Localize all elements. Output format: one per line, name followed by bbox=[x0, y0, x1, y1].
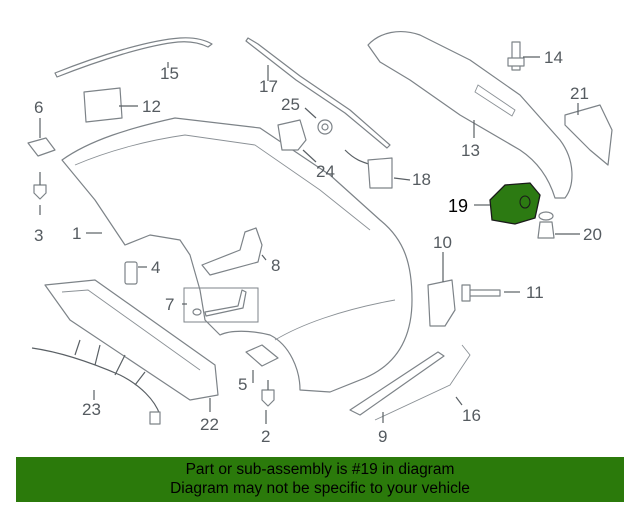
label-25: 25 bbox=[281, 95, 300, 114]
part-15-trim-strip bbox=[54, 37, 213, 78]
label-20: 20 bbox=[583, 225, 602, 244]
label-9: 9 bbox=[378, 427, 387, 446]
label-18: 18 bbox=[412, 170, 431, 189]
label-12: 12 bbox=[142, 97, 161, 116]
part-25-ring bbox=[317, 119, 333, 135]
label-10: 10 bbox=[433, 233, 452, 252]
label-17: 17 bbox=[259, 77, 278, 96]
label-2: 2 bbox=[261, 427, 270, 446]
label-4: 4 bbox=[151, 258, 160, 277]
part-8-bracket bbox=[201, 227, 263, 276]
parts-diagram: 15 12 6 3 1 4 8 7 9 10 11 14 13 21 17 16… bbox=[27, 31, 613, 446]
label-15: 15 bbox=[160, 64, 179, 83]
part-10-side-bracket bbox=[427, 279, 456, 327]
part-2-screw bbox=[261, 380, 275, 407]
part-23-harness bbox=[31, 339, 161, 425]
label-11: 11 bbox=[526, 283, 544, 302]
part-18-connector bbox=[344, 149, 393, 189]
part-4-nut bbox=[124, 261, 138, 285]
part-13-diffuser bbox=[367, 31, 573, 199]
label-19: 19 bbox=[448, 196, 468, 216]
label-13: 13 bbox=[461, 141, 480, 160]
banner-line-2: Diagram may not be specific to your vehi… bbox=[170, 480, 470, 497]
label-14: 14 bbox=[544, 48, 563, 67]
part-17-molding bbox=[245, 37, 391, 149]
label-5: 5 bbox=[238, 375, 247, 394]
label-24: 24 bbox=[316, 162, 335, 181]
label-6: 6 bbox=[34, 98, 43, 117]
part-11-pin bbox=[461, 284, 501, 302]
label-22: 22 bbox=[200, 415, 219, 434]
leader-lines bbox=[39, 56, 580, 424]
label-1: 1 bbox=[72, 224, 81, 243]
part-9-strip bbox=[349, 351, 445, 416]
label-8: 8 bbox=[271, 256, 280, 275]
part-24-sensor bbox=[277, 119, 307, 151]
part-20-sensor-housing bbox=[537, 211, 555, 239]
label-21: 21 bbox=[570, 84, 589, 103]
part-16-trim bbox=[374, 344, 471, 421]
callout-labels: 15 12 6 3 1 4 8 7 9 10 11 14 13 21 17 16… bbox=[34, 48, 602, 446]
info-banner: Part or sub-assembly is #19 in diagram D… bbox=[16, 457, 624, 502]
part-19-parking-sensor bbox=[489, 182, 541, 225]
part-5-clip bbox=[245, 344, 279, 367]
label-7: 7 bbox=[165, 295, 174, 314]
part-22-beam bbox=[44, 279, 219, 401]
part-21-bracket bbox=[564, 104, 613, 166]
part-7-kit bbox=[183, 287, 259, 323]
part-3-screw bbox=[33, 172, 47, 200]
part-6-clip bbox=[27, 137, 56, 157]
banner-line-1: Part or sub-assembly is #19 in diagram bbox=[185, 461, 455, 478]
part-12-plate bbox=[83, 87, 123, 123]
label-16: 16 bbox=[462, 406, 481, 425]
label-23: 23 bbox=[82, 400, 101, 419]
label-3: 3 bbox=[34, 226, 43, 245]
part-14-stud bbox=[507, 41, 525, 71]
